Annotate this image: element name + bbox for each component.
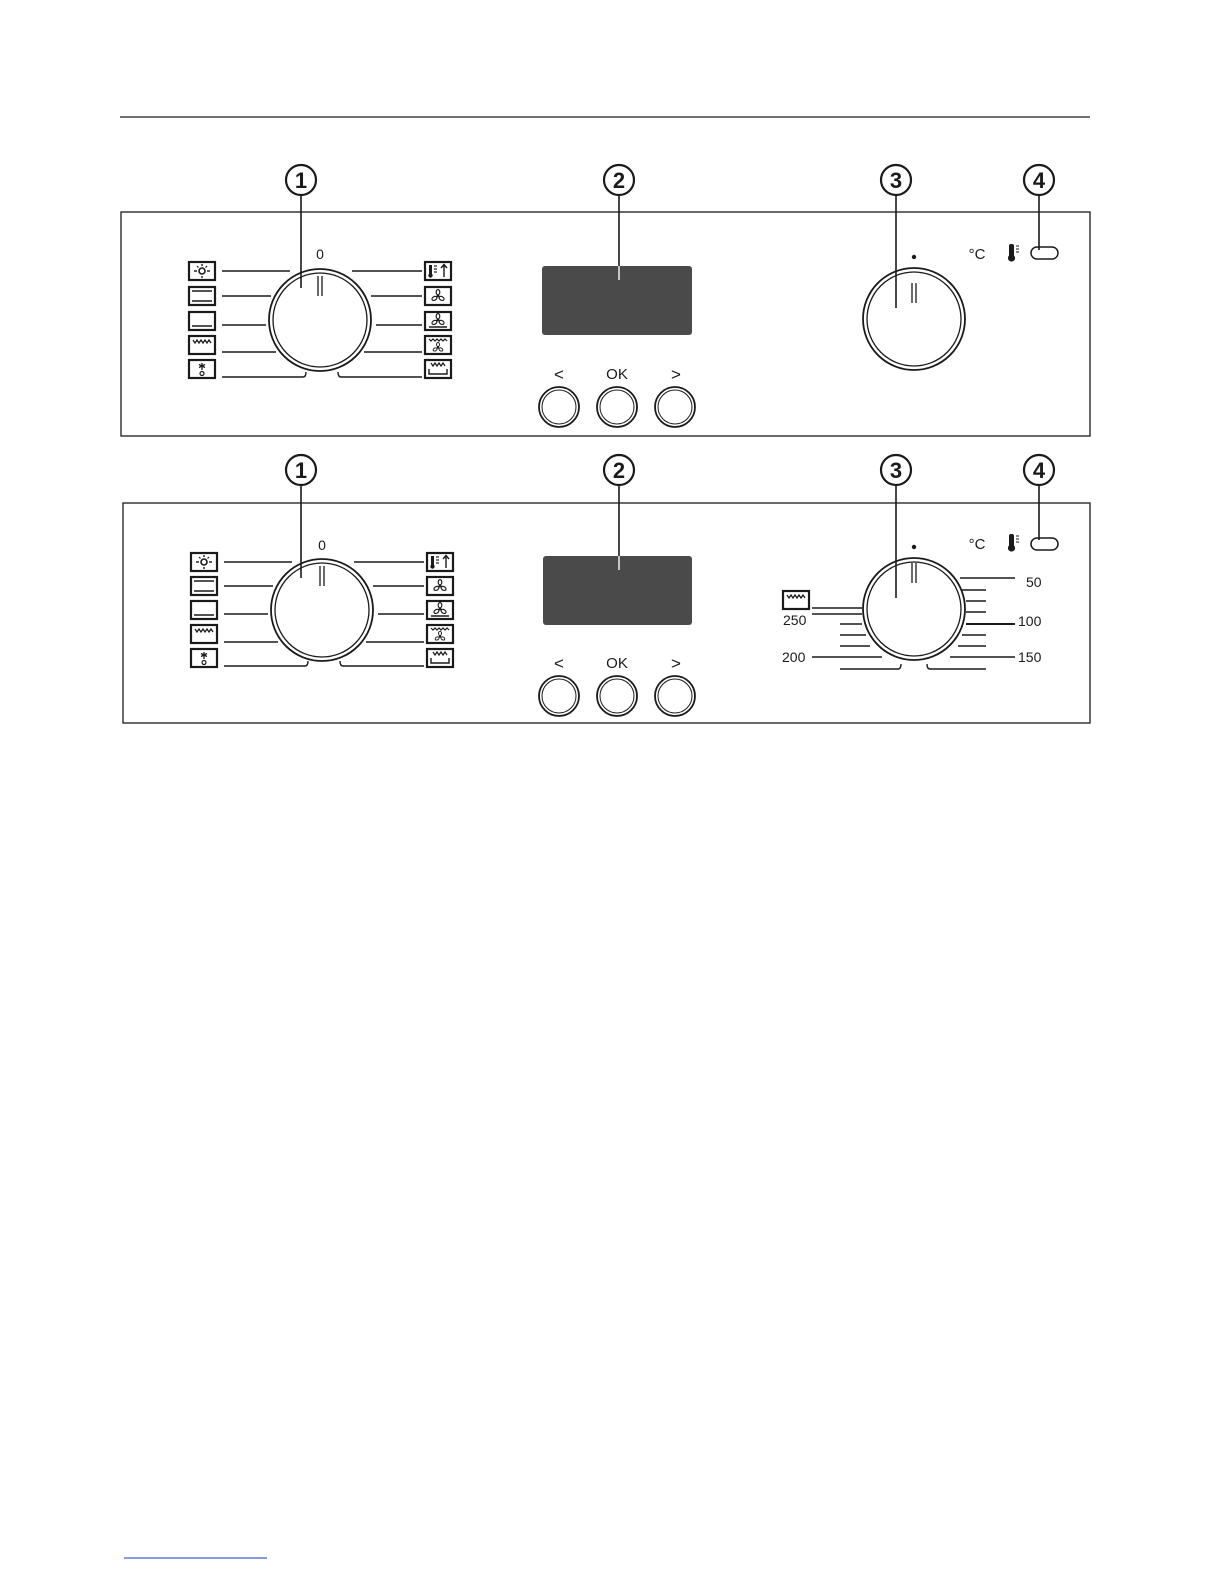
celsius-label: °C — [969, 536, 986, 553]
function-selector-knob[interactable] — [271, 559, 373, 661]
fan-grill-icon — [425, 336, 451, 354]
temp-label-50: 50 — [1026, 574, 1042, 590]
celsius-label: °C — [969, 246, 986, 263]
grill-icon — [189, 336, 215, 354]
fan-bottom-heat-icon — [425, 312, 451, 330]
marker-dot — [912, 545, 916, 549]
defrost-icon — [191, 649, 217, 667]
ok-button-label: OK — [606, 655, 628, 672]
callout-4: 4 — [1024, 165, 1054, 250]
grill-icon — [191, 625, 217, 643]
callout-1-label: 1 — [295, 458, 307, 483]
callout-3: 3 — [881, 165, 911, 308]
callout-4-label: 4 — [1033, 168, 1046, 193]
fan-plus-icon — [427, 577, 453, 595]
ok-button[interactable] — [597, 387, 637, 427]
display-screen — [542, 266, 692, 335]
callout-1-label: 1 — [295, 168, 307, 193]
left-button[interactable] — [539, 676, 579, 716]
intensive-bake-icon — [425, 360, 451, 378]
panel-bottom: 1 2 3 4 0 — [123, 455, 1090, 723]
conventional-heat-icon — [189, 287, 215, 305]
grill-icon — [783, 591, 809, 609]
left-button-label: < — [554, 365, 564, 384]
light-icon — [189, 262, 215, 280]
indicator-lamp — [1031, 538, 1058, 550]
temperature-knob[interactable] — [863, 558, 965, 660]
callout-2: 2 — [604, 455, 634, 570]
callout-2-label: 2 — [613, 168, 625, 193]
bottom-heat-icon — [189, 312, 215, 330]
left-button[interactable] — [539, 387, 579, 427]
function-selector-knob[interactable] — [269, 269, 371, 371]
zero-label: 0 — [316, 246, 324, 262]
right-button-label: > — [671, 654, 681, 673]
marker-dot — [912, 255, 916, 259]
light-icon — [191, 553, 217, 571]
ok-button-label: OK — [606, 366, 628, 383]
thermometer-icon — [1008, 244, 1019, 262]
callout-3-label: 3 — [890, 458, 902, 483]
callout-4: 4 — [1024, 455, 1054, 540]
callout-2: 2 — [604, 165, 634, 280]
callout-3: 3 — [881, 455, 911, 598]
callout-4-label: 4 — [1033, 458, 1046, 483]
intensive-bake-icon — [427, 649, 453, 667]
indicator-lamp — [1031, 247, 1058, 259]
fan-bottom-heat-icon — [427, 601, 453, 619]
temp-label-150: 150 — [1018, 649, 1042, 665]
thermometer-icon — [1008, 534, 1019, 552]
right-button[interactable] — [655, 676, 695, 716]
temp-label-250: 250 — [783, 612, 807, 628]
right-button[interactable] — [655, 387, 695, 427]
right-button-label: > — [671, 365, 681, 384]
temp-label-200: 200 — [782, 649, 806, 665]
fan-grill-icon — [427, 625, 453, 643]
conventional-heat-icon — [191, 577, 217, 595]
callout-3-label: 3 — [890, 168, 902, 193]
ok-button[interactable] — [597, 676, 637, 716]
temp-label-100: 100 — [1018, 613, 1042, 629]
fan-plus-icon — [425, 287, 451, 305]
panel-top: 1 2 3 4 0 — [121, 165, 1090, 436]
defrost-icon — [189, 360, 215, 378]
rapid-heatup-icon — [427, 553, 453, 571]
bottom-heat-icon — [191, 601, 217, 619]
left-button-label: < — [554, 654, 564, 673]
temperature-knob[interactable] — [863, 268, 965, 370]
rapid-heatup-icon — [425, 262, 451, 280]
zero-label: 0 — [318, 537, 326, 553]
display-screen — [543, 556, 692, 625]
callout-2-label: 2 — [613, 458, 625, 483]
